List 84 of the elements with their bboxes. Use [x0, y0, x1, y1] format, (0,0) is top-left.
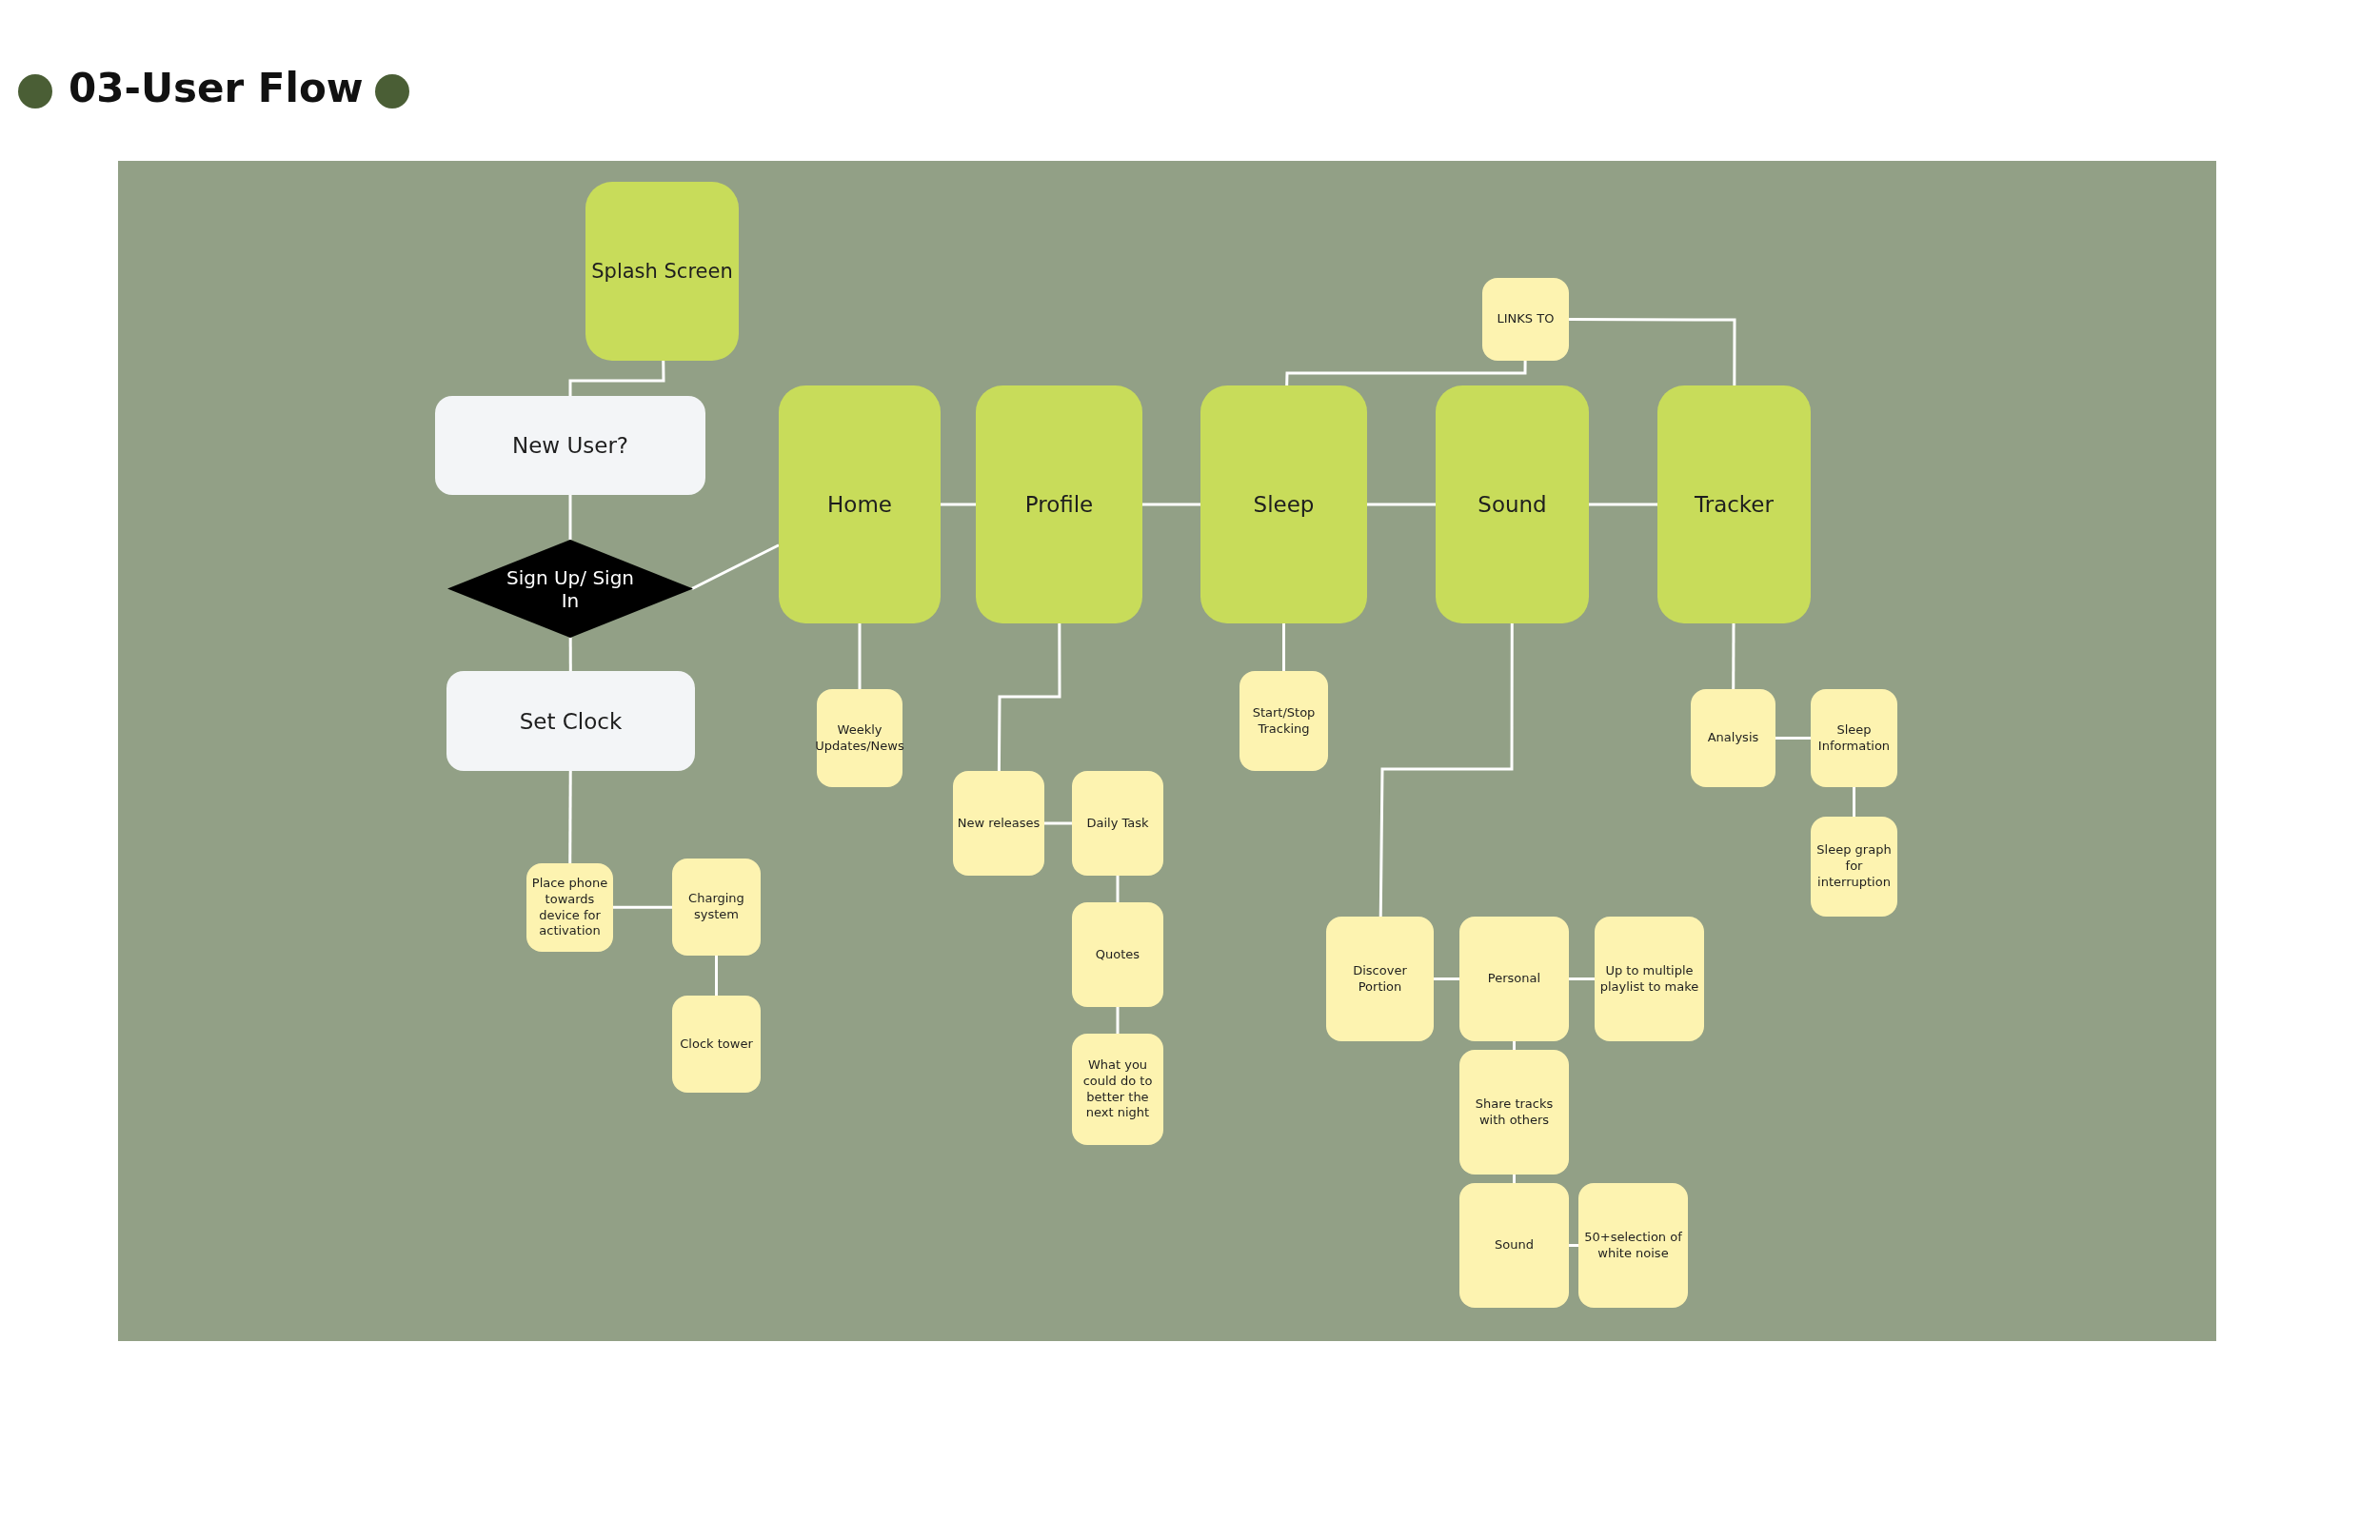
screen-box: [1657, 385, 1811, 623]
feature-note: [1595, 917, 1704, 1041]
connector-line: [1282, 623, 1285, 671]
connector-line: [1378, 623, 1514, 917]
feature-note: [1459, 917, 1569, 1041]
node-label: Daily Task: [1086, 815, 1149, 832]
connector-line: [715, 956, 718, 996]
feature-note: [1578, 1183, 1688, 1308]
feature-note: [672, 996, 761, 1093]
connector-line: [1569, 318, 1736, 385]
feature-note: [1811, 689, 1897, 787]
feature-note: [953, 771, 1044, 876]
node-label: Home: [827, 492, 892, 517]
node-label: Personal: [1487, 971, 1541, 987]
feature-note: [526, 863, 613, 952]
feature-note: [1072, 902, 1163, 1007]
connector-line: [1044, 821, 1072, 825]
node-label: New User?: [511, 433, 629, 458]
feature-note: [1811, 817, 1897, 917]
node-label: Clock tower: [680, 1036, 753, 1053]
node-label: Sleep Information: [1816, 721, 1892, 755]
node-label: Start/Stop Tracking: [1251, 704, 1317, 738]
node-label: Analysis: [1707, 730, 1759, 746]
connector-line: [568, 637, 572, 671]
connector-line: [613, 905, 672, 909]
node-label: Charging system: [687, 891, 745, 923]
connector-line: [1142, 503, 1200, 506]
connector-line: [1775, 737, 1811, 740]
node-label: LINKS TO: [1497, 311, 1555, 327]
connector-line: [1853, 787, 1855, 817]
screen-box: [779, 385, 941, 623]
node-label: Sign Up/ Sign In: [505, 565, 635, 612]
screen-box: [1200, 385, 1367, 623]
node-label: Weekly Updates/News: [815, 721, 904, 755]
feature-note: [1459, 1183, 1569, 1308]
node-label: Place phone towards device for activation: [530, 875, 609, 940]
connector-line: [1116, 876, 1120, 902]
feature-note: [1240, 671, 1328, 771]
connector-line: [568, 361, 665, 396]
connector-line: [1285, 361, 1527, 386]
node-label: Sleep graph for interruption: [1815, 842, 1893, 891]
feature-note: [1326, 917, 1434, 1041]
connector-line: [858, 623, 862, 689]
connector-line: [568, 495, 572, 540]
connector-line: [941, 503, 976, 506]
connector-line: [1513, 1041, 1516, 1050]
feature-note: [672, 859, 761, 956]
node-label: Sleep: [1253, 492, 1315, 517]
feature-note: [817, 689, 902, 787]
connector-line: [997, 623, 1061, 771]
node-label: Up to multiple playlist to make: [1598, 962, 1700, 996]
node-label: Splash Screen: [591, 260, 733, 283]
connector-line: [1116, 1007, 1120, 1034]
screen-box: [1436, 385, 1589, 623]
connector-line: [1732, 623, 1735, 689]
node-label: New releases: [957, 815, 1041, 832]
node-label: Tracker: [1695, 492, 1774, 517]
node-label: Quotes: [1095, 946, 1140, 963]
connector-line: [1513, 1175, 1516, 1183]
connector-line: [1589, 503, 1657, 506]
node-label: Profile: [1024, 492, 1094, 517]
node-label: What you could do to better the next night: [1081, 1056, 1154, 1122]
connector-line: [1367, 503, 1436, 506]
node-label: Share tracks with others: [1474, 1096, 1555, 1129]
screen-box: [976, 385, 1142, 623]
feature-note: [1482, 278, 1569, 361]
node-label: Sound: [1478, 492, 1547, 517]
connector-line: [1569, 1244, 1578, 1247]
screen-box: [585, 182, 739, 361]
feature-note: [1691, 689, 1775, 787]
title: 03-User Flow: [69, 65, 364, 111]
node-label: Sound: [1495, 1237, 1534, 1254]
node-label: Set Clock: [519, 708, 623, 734]
connector-line: [1569, 977, 1595, 980]
feature-note: [1459, 1050, 1569, 1175]
connector-line: [691, 543, 780, 590]
feature-note: [1072, 1034, 1163, 1145]
process-box: [435, 396, 705, 495]
connector-line: [1434, 977, 1459, 980]
feature-note: [1072, 771, 1163, 876]
node-label: Discover Portion: [1352, 962, 1408, 996]
node-label: 50+selection of white noise: [1583, 1229, 1683, 1262]
connector-line: [568, 771, 572, 863]
process-box: [446, 671, 695, 771]
